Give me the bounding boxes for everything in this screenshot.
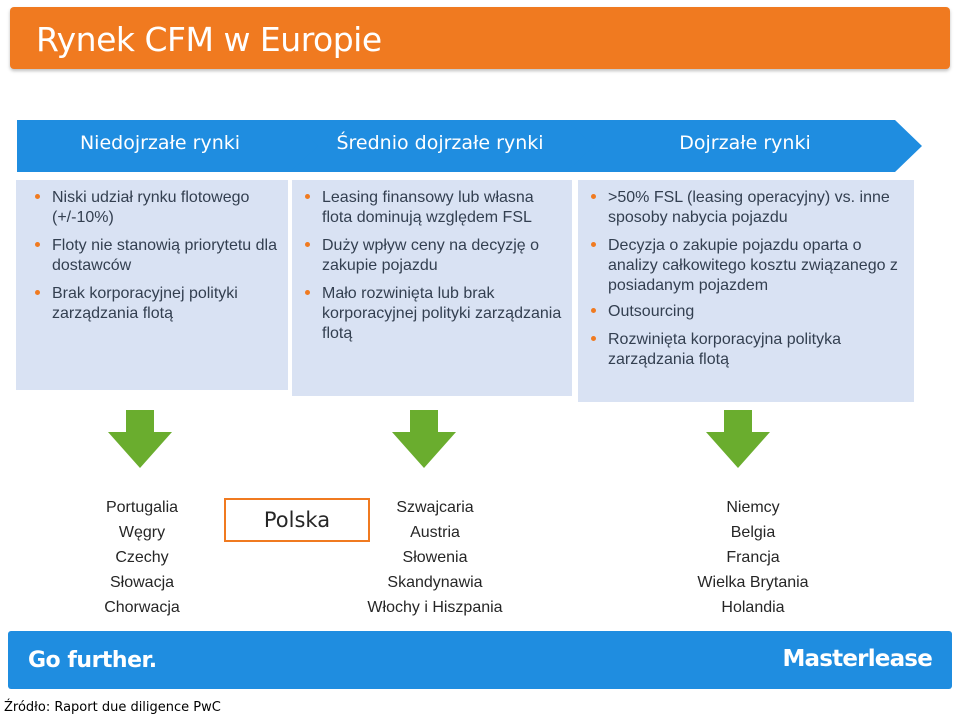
down-arrow-icon: [706, 410, 770, 468]
bullet-item: Niski udział rynku flotowego (+/-10%): [28, 188, 280, 228]
country-list-immature: Portugalia Węgry Czechy Słowacja Chorwac…: [82, 495, 202, 620]
bullet-item: Rozwinięta korporacyjna polityka zarządz…: [584, 330, 906, 370]
country-name: Francja: [726, 549, 780, 566]
stage-label-medium: Średnio dojrzałe rynki: [336, 132, 544, 154]
country-name: Niemcy: [726, 499, 780, 516]
column-immature: Niski udział rynku flotowego (+/-10%) Fl…: [16, 180, 288, 390]
country-name: Słowenia: [402, 549, 468, 566]
country-name: Szwajcaria: [396, 499, 474, 516]
slide-title: Rynek CFM w Europie: [36, 20, 382, 59]
bullet-item: Decyzja o zakupie pojazdu oparta o anali…: [584, 236, 906, 296]
brand-logo: Masterlease: [782, 646, 932, 672]
stage-chevron-2: [290, 120, 598, 172]
country-name: Austria: [410, 524, 460, 541]
country-name: Skandynawia: [387, 574, 483, 591]
stage-chevrons: [17, 120, 922, 172]
down-arrow-icon: [392, 410, 456, 468]
footer-slogan: Go further.: [28, 648, 157, 673]
country-name: Wielka Brytania: [697, 574, 809, 591]
bullet-item: Floty nie stanowią priorytetu dla dostaw…: [28, 236, 280, 276]
country-name: Holandia: [721, 599, 785, 616]
country-list-medium: Szwajcaria Austria Słowenia Skandynawia …: [350, 495, 520, 620]
stage-chevron-1: [17, 120, 323, 172]
stage-chevron-3: [566, 120, 922, 172]
bullet-item: Outsourcing: [584, 302, 906, 322]
country-name: Węgry: [118, 524, 166, 541]
country-name: Belgia: [730, 524, 776, 541]
country-name: Portugalia: [105, 499, 179, 516]
country-name: Czechy: [115, 549, 169, 566]
column-mature: >50% FSL (leasing operacyjny) vs. inne s…: [578, 180, 914, 402]
country-name: Chorwacja: [104, 599, 180, 616]
highlight-country-polska: Polska: [224, 498, 370, 542]
country-list-mature: Niemcy Belgia Francja Wielka Brytania Ho…: [673, 495, 833, 620]
column-medium: Leasing finansowy lub własna flota domin…: [292, 180, 572, 396]
stage-label-immature: Niedojrzałe rynki: [79, 132, 241, 154]
bullet-item: >50% FSL (leasing operacyjny) vs. inne s…: [584, 188, 906, 228]
source-note: Źródło: Raport due diligence PwC: [4, 700, 221, 715]
down-arrow-icon: [108, 410, 172, 468]
bullet-item: Duży wpływ ceny na decyzję o zakupie poj…: [298, 236, 564, 276]
country-name: Włochy i Hiszpania: [367, 599, 503, 616]
bullet-item: Brak korporacyjnej polityki zarządzania …: [28, 284, 280, 324]
bullet-item: Leasing finansowy lub własna flota domin…: [298, 188, 564, 228]
title-bar: Rynek CFM w Europie: [10, 7, 950, 69]
country-name: Słowacja: [109, 574, 175, 591]
footer-bar: Go further. Masterlease: [8, 631, 952, 689]
bullet-item: Mało rozwinięta lub brak korporacyjnej p…: [298, 284, 564, 344]
stage-label-mature: Dojrzałe rynki: [679, 132, 811, 154]
